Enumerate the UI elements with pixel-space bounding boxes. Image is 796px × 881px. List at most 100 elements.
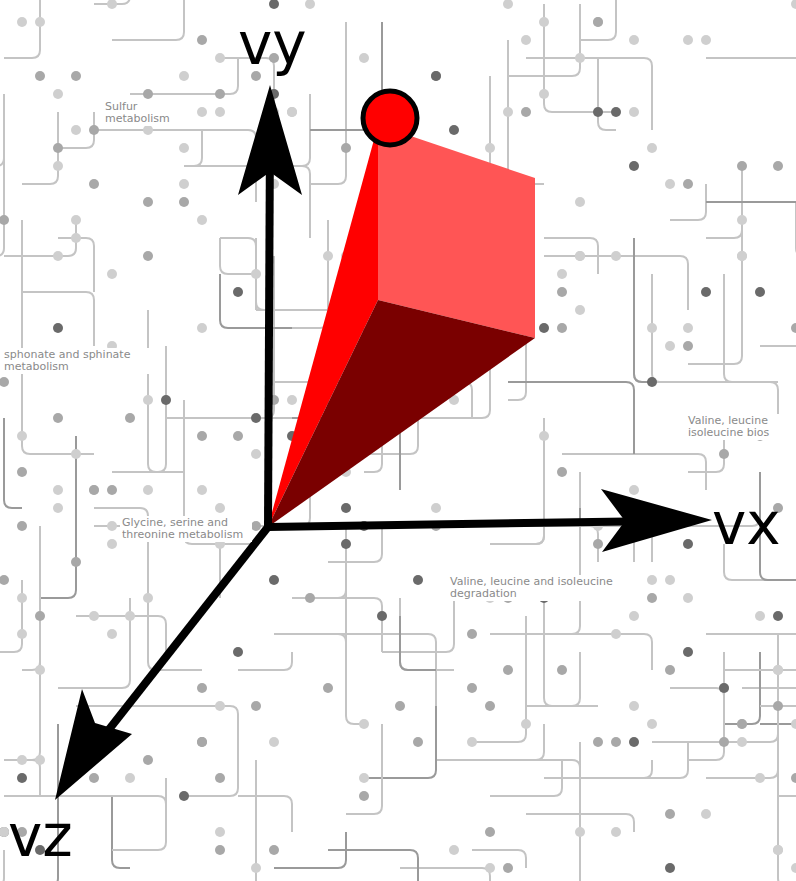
metabolite-dot — [503, 0, 513, 9]
metabolite-dot — [665, 575, 675, 585]
metabolite-dot — [611, 629, 621, 639]
axis-label: vz — [8, 806, 73, 866]
metabolite-dot — [575, 251, 585, 261]
metabolite-dot — [71, 125, 81, 135]
metabolite-dot — [683, 341, 693, 351]
pathway-line — [616, 742, 688, 778]
metabolite-dot — [557, 665, 567, 675]
metabolite-dot — [557, 467, 567, 477]
metabolite-dot — [197, 683, 207, 693]
metabolite-dot — [197, 107, 207, 117]
pathway-line — [724, 652, 760, 724]
pathway-line — [328, 850, 418, 881]
metabolite-dot — [53, 413, 63, 423]
metabolite-dot — [89, 179, 99, 189]
metabolite-dot — [197, 737, 207, 747]
metabolite-dot — [35, 755, 45, 765]
metabolite-dot — [269, 575, 279, 585]
metabolite-dot — [665, 179, 675, 189]
metabolite-dot — [755, 611, 765, 621]
metabolite-dot — [197, 485, 207, 495]
metabolite-dot — [359, 773, 369, 783]
metabolite-dot — [215, 53, 225, 63]
metabolite-dot — [341, 143, 351, 153]
metabolite-dot — [89, 773, 99, 783]
metabolite-dot — [359, 719, 369, 729]
metabolite-dot — [431, 503, 441, 513]
metabolite-dot — [557, 269, 567, 279]
pathway-line — [4, 418, 22, 508]
metabolite-dot — [305, 593, 315, 603]
metabolite-dot — [251, 863, 261, 873]
metabolite-dot — [629, 107, 639, 117]
metabolite-dot — [125, 611, 135, 621]
metabolite-dot — [737, 719, 747, 729]
metabolite-dot — [71, 71, 81, 81]
metabolite-dot — [611, 827, 621, 837]
pathway-line — [220, 238, 256, 274]
metabolite-dot — [215, 89, 225, 99]
metabolite-dot — [557, 287, 567, 297]
metabolite-dot — [773, 665, 783, 675]
pathway-line — [22, 112, 58, 184]
metabolite-dot — [701, 809, 711, 819]
pathway-line — [4, 220, 22, 364]
metabolite-dot — [215, 503, 225, 513]
metabolite-dot — [629, 611, 639, 621]
pathway-line — [22, 292, 94, 346]
metabolite-dot — [233, 287, 243, 297]
pathway-line — [688, 202, 742, 364]
metabolite-dot — [89, 611, 99, 621]
pathway-line — [0, 94, 4, 256]
metabolite-dot — [737, 251, 747, 261]
metabolite-dot — [773, 161, 783, 171]
metabolite-dot — [143, 251, 153, 261]
pathway-line — [580, 0, 616, 40]
pathway-line — [364, 688, 436, 778]
pathway-line — [706, 58, 796, 130]
pathway-line — [22, 364, 94, 454]
metabolite-dot — [647, 593, 657, 603]
metabolite-dot — [179, 791, 189, 801]
pathway-line — [4, 760, 40, 796]
metabolite-dot — [737, 251, 747, 261]
pathway-line — [40, 436, 76, 598]
metabolite-dot — [521, 719, 531, 729]
pathway-line — [580, 742, 652, 881]
metabolite-dot — [611, 737, 621, 747]
metabolite-dot — [377, 611, 387, 621]
metabolite-dot — [71, 557, 81, 567]
metabolite-dot — [539, 89, 549, 99]
metabolite-dot — [665, 809, 675, 819]
metabolite-dot — [17, 629, 27, 639]
metabolite-dot — [53, 161, 63, 171]
pathway-line — [148, 310, 184, 472]
metabolite-dot — [683, 647, 693, 657]
metabolite-dot — [665, 341, 675, 351]
metabolite-dot — [89, 485, 99, 495]
metabolite-dot — [431, 71, 441, 81]
metabolite-dot — [683, 539, 693, 549]
metabolite-dot — [287, 107, 297, 117]
metabolite-dot — [89, 125, 99, 135]
pathway-line — [544, 256, 688, 310]
metabolite-dot — [197, 737, 207, 747]
pathway-line — [4, 0, 40, 58]
metabolite-dot — [647, 575, 657, 585]
metabolite-dot — [755, 287, 765, 297]
pathway-line — [652, 274, 706, 382]
metabolite-dot — [773, 845, 783, 855]
pathway-line — [76, 616, 166, 652]
pathway-line — [526, 652, 580, 706]
metabolite-dot — [611, 107, 621, 117]
metabolite-dot — [341, 503, 351, 513]
metabolite-dot — [233, 647, 243, 657]
metabolite-dot — [197, 323, 207, 333]
metabolite-dot — [683, 35, 693, 45]
metabolite-dot — [431, 71, 441, 81]
metabolite-dot — [485, 863, 495, 873]
pathway-line — [328, 526, 382, 562]
metabolite-dot — [791, 0, 796, 9]
metabolite-dot — [269, 0, 279, 9]
metabolite-dot — [791, 863, 796, 873]
